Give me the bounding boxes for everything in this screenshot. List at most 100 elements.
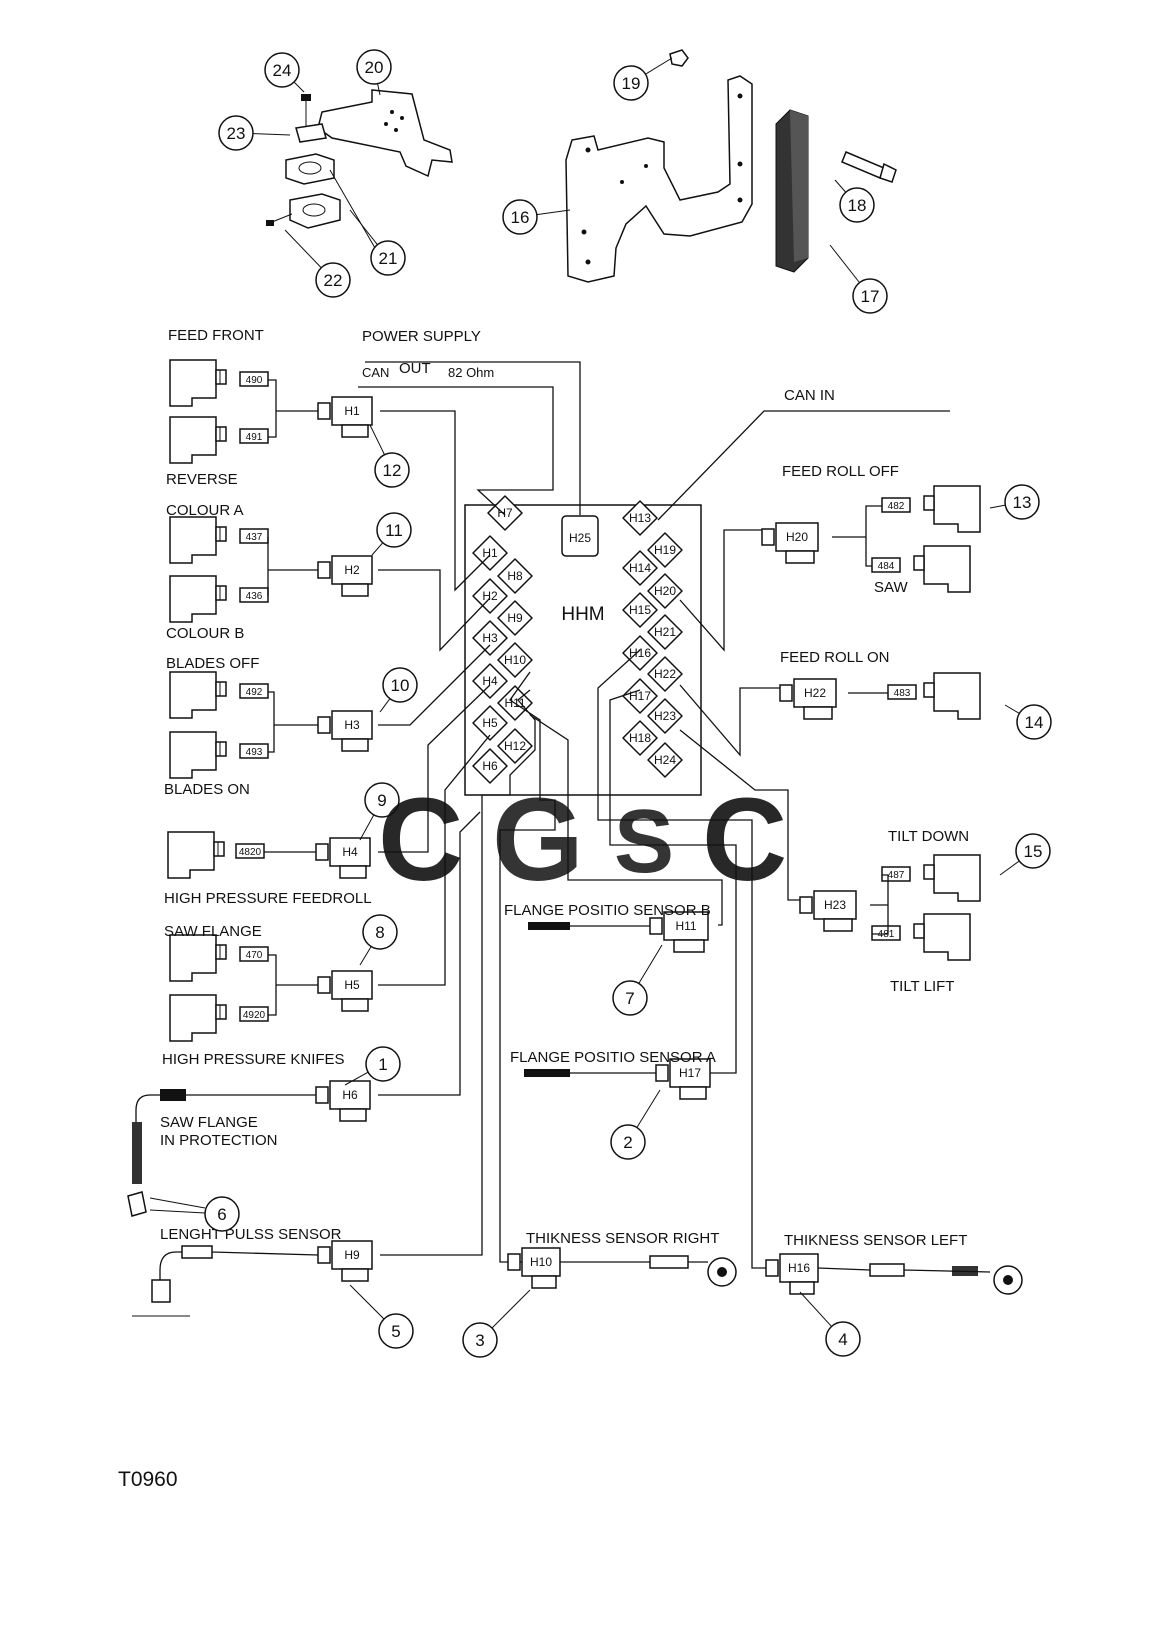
hhm-port: H13 [622, 500, 658, 536]
label-ohm: 82 Ohm [448, 365, 494, 380]
label-feed-front: FEED FRONT [168, 327, 264, 344]
hhm-port-label: H12 [504, 739, 526, 753]
callout-bubble: 16 [502, 199, 571, 235]
label-can: CAN [362, 365, 389, 380]
valve-code-label: 470 [246, 950, 263, 961]
valve-code-label: 484 [878, 561, 895, 572]
hhm-port-label: H15 [629, 603, 651, 617]
callout-number: 18 [848, 196, 867, 215]
valve-code: 4920 [239, 1006, 269, 1022]
hhm-port: H23 [647, 698, 683, 734]
callout-number: 5 [391, 1322, 400, 1341]
hhm-port: H19 [647, 532, 683, 568]
label-thikness-right: THIKNESS SENSOR RIGHT [526, 1230, 719, 1247]
harness-connector: H9 [317, 1240, 373, 1282]
mounting-bracket-assembly-left [266, 89, 453, 229]
callout-number: 12 [383, 461, 402, 480]
watermark: C G S C [378, 774, 787, 906]
callout-bubble: 14 [1004, 704, 1052, 740]
watermark-letter-c1: C [378, 774, 463, 906]
valve-code-label: 491 [246, 432, 263, 443]
valve-code-label: 492 [246, 687, 263, 698]
hhm-port: H22 [647, 656, 683, 692]
harness-connector: H10 [507, 1247, 561, 1289]
solenoid-valve [169, 359, 227, 407]
valve-code-label: 487 [888, 870, 905, 881]
label-saw-flange-protection-1: SAW FLANGE [160, 1114, 258, 1131]
harness-connector-label: H16 [788, 1261, 810, 1275]
label-blades-off: BLADES OFF [166, 655, 259, 672]
callout-bubble: 17 [829, 244, 888, 314]
hhm-port: H18 [622, 720, 658, 756]
label-feed-roll-off: FEED ROLL OFF [782, 463, 899, 480]
hhm-title: HHM [561, 604, 604, 625]
hhm-port-label: H18 [629, 731, 651, 745]
valve-code-label: 493 [246, 747, 263, 758]
valve-code: 437 [239, 528, 269, 544]
label-saw-flange: SAW FLANGE [164, 923, 262, 940]
hhm-port: H6 [472, 748, 508, 784]
valve-code-label: 437 [246, 532, 263, 543]
valve-code-label: 490 [246, 375, 263, 386]
document-id: T0960 [118, 1468, 178, 1491]
hhm-port-label: H2 [482, 589, 498, 603]
hhm-port: H12 [497, 728, 533, 764]
callout-number: 17 [861, 287, 880, 306]
hhm-port: H7 [487, 495, 523, 531]
solenoid-valve [169, 671, 227, 719]
hhm-port-label: H10 [504, 653, 526, 667]
hhm-port-label: H21 [654, 625, 676, 639]
solenoid-valve [169, 994, 227, 1042]
solenoid-valve [913, 545, 971, 593]
callout-number: 11 [385, 521, 403, 540]
label-tilt-down: TILT DOWN [888, 828, 969, 845]
hhm-port-label: H7 [497, 506, 513, 520]
wiring-harness [358, 361, 950, 1269]
hhm-port-label: H24 [654, 753, 676, 767]
callout-bubble: 3 [462, 1289, 531, 1358]
valve-code: 492 [239, 683, 269, 699]
solenoid-valve [169, 934, 227, 982]
callout-number: 19 [622, 74, 641, 93]
callout-number: 2 [623, 1133, 632, 1152]
callout-bubble: 11 [371, 512, 412, 556]
label-lenght-pulss-sensor: LENGHT PULSS SENSOR [160, 1226, 342, 1243]
hhm-port: H25 [561, 515, 599, 557]
callout-bubble: 15 [999, 833, 1051, 876]
hhm-port: H14 [622, 550, 658, 586]
callout-bubble: 23 [218, 115, 291, 151]
hhm-port-label: H25 [569, 531, 591, 545]
hhm-port: H21 [647, 614, 683, 650]
callout-bubble: 19 [613, 57, 673, 101]
mounting-bracket-assembly-right [565, 49, 897, 283]
callout-number: 9 [377, 791, 386, 810]
hhm-port-label: H13 [629, 511, 651, 525]
valve-code-label: 483 [894, 688, 911, 699]
label-high-pressure-knifes: HIGH PRESSURE KNIFES [162, 1051, 345, 1068]
hhm-port: H15 [622, 592, 658, 628]
hhm-port: H10 [497, 642, 533, 678]
valve-code: 481 [871, 925, 901, 941]
label-power-supply: POWER SUPPLY [362, 328, 481, 345]
solenoid-valve [923, 672, 981, 720]
label-saw: SAW [874, 579, 908, 596]
harness-connector-label: H23 [824, 898, 846, 912]
label-saw-flange-protection-2: IN PROTECTION [160, 1132, 278, 1149]
callout-bubble: 10 [379, 667, 418, 713]
solenoid-valve [169, 575, 227, 623]
hhm-port-label: H20 [654, 584, 676, 598]
harness-connector-label: H9 [344, 1248, 360, 1262]
solenoid-valve [169, 516, 227, 564]
valve-code: 491 [239, 428, 269, 444]
harness-connector-label: H4 [342, 845, 358, 859]
hhm-port: H9 [497, 600, 533, 636]
valve-code: 482 [881, 497, 911, 513]
hhm-port-label: H6 [482, 759, 498, 773]
callout-number: 6 [217, 1205, 226, 1224]
callout-bubble: 8 [359, 914, 398, 966]
hhm-port: H20 [647, 573, 683, 609]
callout-number: 23 [227, 124, 246, 143]
callout-bubble: 12 [369, 424, 410, 488]
